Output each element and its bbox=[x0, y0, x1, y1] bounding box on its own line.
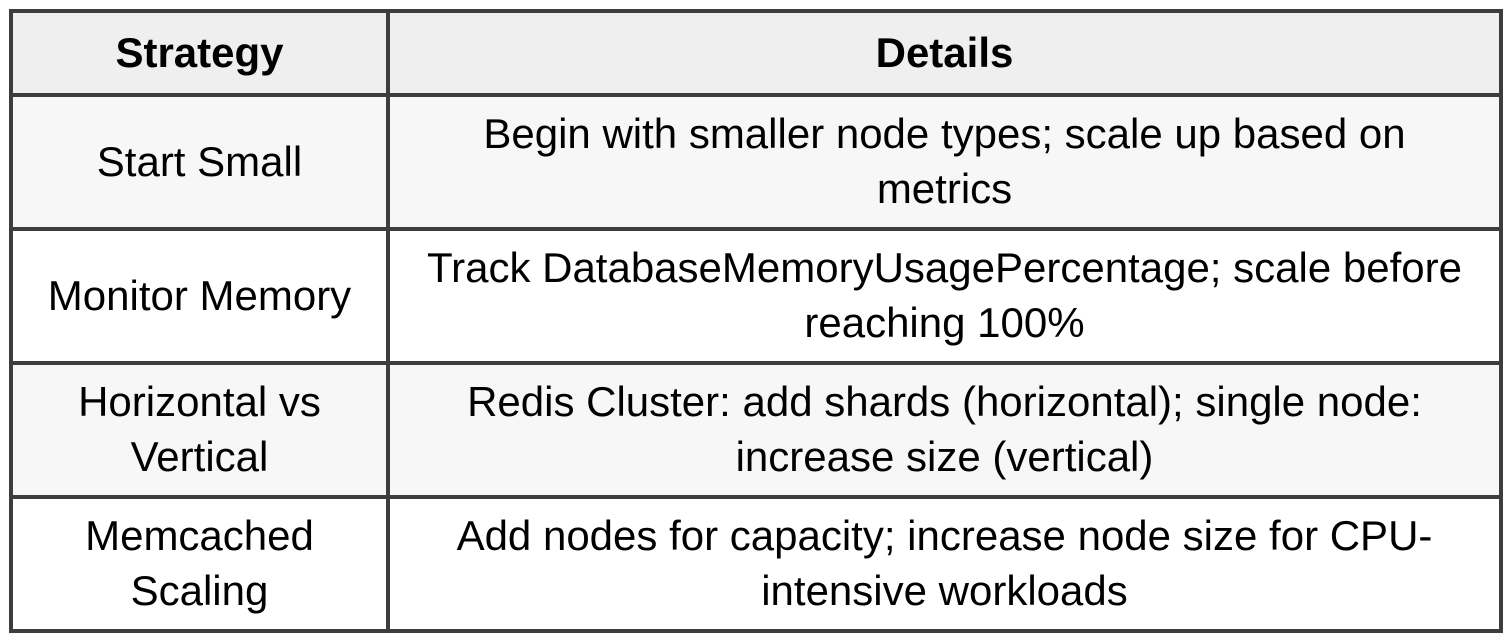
table-row: Monitor Memory Track DatabaseMemoryUsage… bbox=[9, 227, 1504, 365]
scaling-strategies-table: Strategy Details Start Small Begin with … bbox=[9, 9, 1504, 633]
strategy-cell-monitor-memory: Monitor Memory bbox=[9, 227, 390, 365]
strategy-cell-horizontal-vs-vertical: Horizontal vs Vertical bbox=[9, 361, 390, 499]
table-row: Horizontal vs Vertical Redis Cluster: ad… bbox=[9, 361, 1504, 499]
column-header-details: Details bbox=[385, 9, 1504, 97]
details-cell-start-small: Begin with smaller node types; scale up … bbox=[385, 93, 1504, 231]
column-header-strategy: Strategy bbox=[9, 9, 390, 97]
strategy-cell-memcached-scaling: Memcached Scaling bbox=[9, 495, 390, 633]
details-cell-monitor-memory: Track DatabaseMemoryUsagePercentage; sca… bbox=[385, 227, 1504, 365]
table-row: Start Small Begin with smaller node type… bbox=[9, 93, 1504, 231]
details-cell-memcached-scaling: Add nodes for capacity; increase node si… bbox=[385, 495, 1504, 633]
header-row: Strategy Details bbox=[9, 9, 1504, 97]
table-row: Memcached Scaling Add nodes for capacity… bbox=[9, 495, 1504, 633]
details-cell-horizontal-vs-vertical: Redis Cluster: add shards (horizontal); … bbox=[385, 361, 1504, 499]
strategy-cell-start-small: Start Small bbox=[9, 93, 390, 231]
